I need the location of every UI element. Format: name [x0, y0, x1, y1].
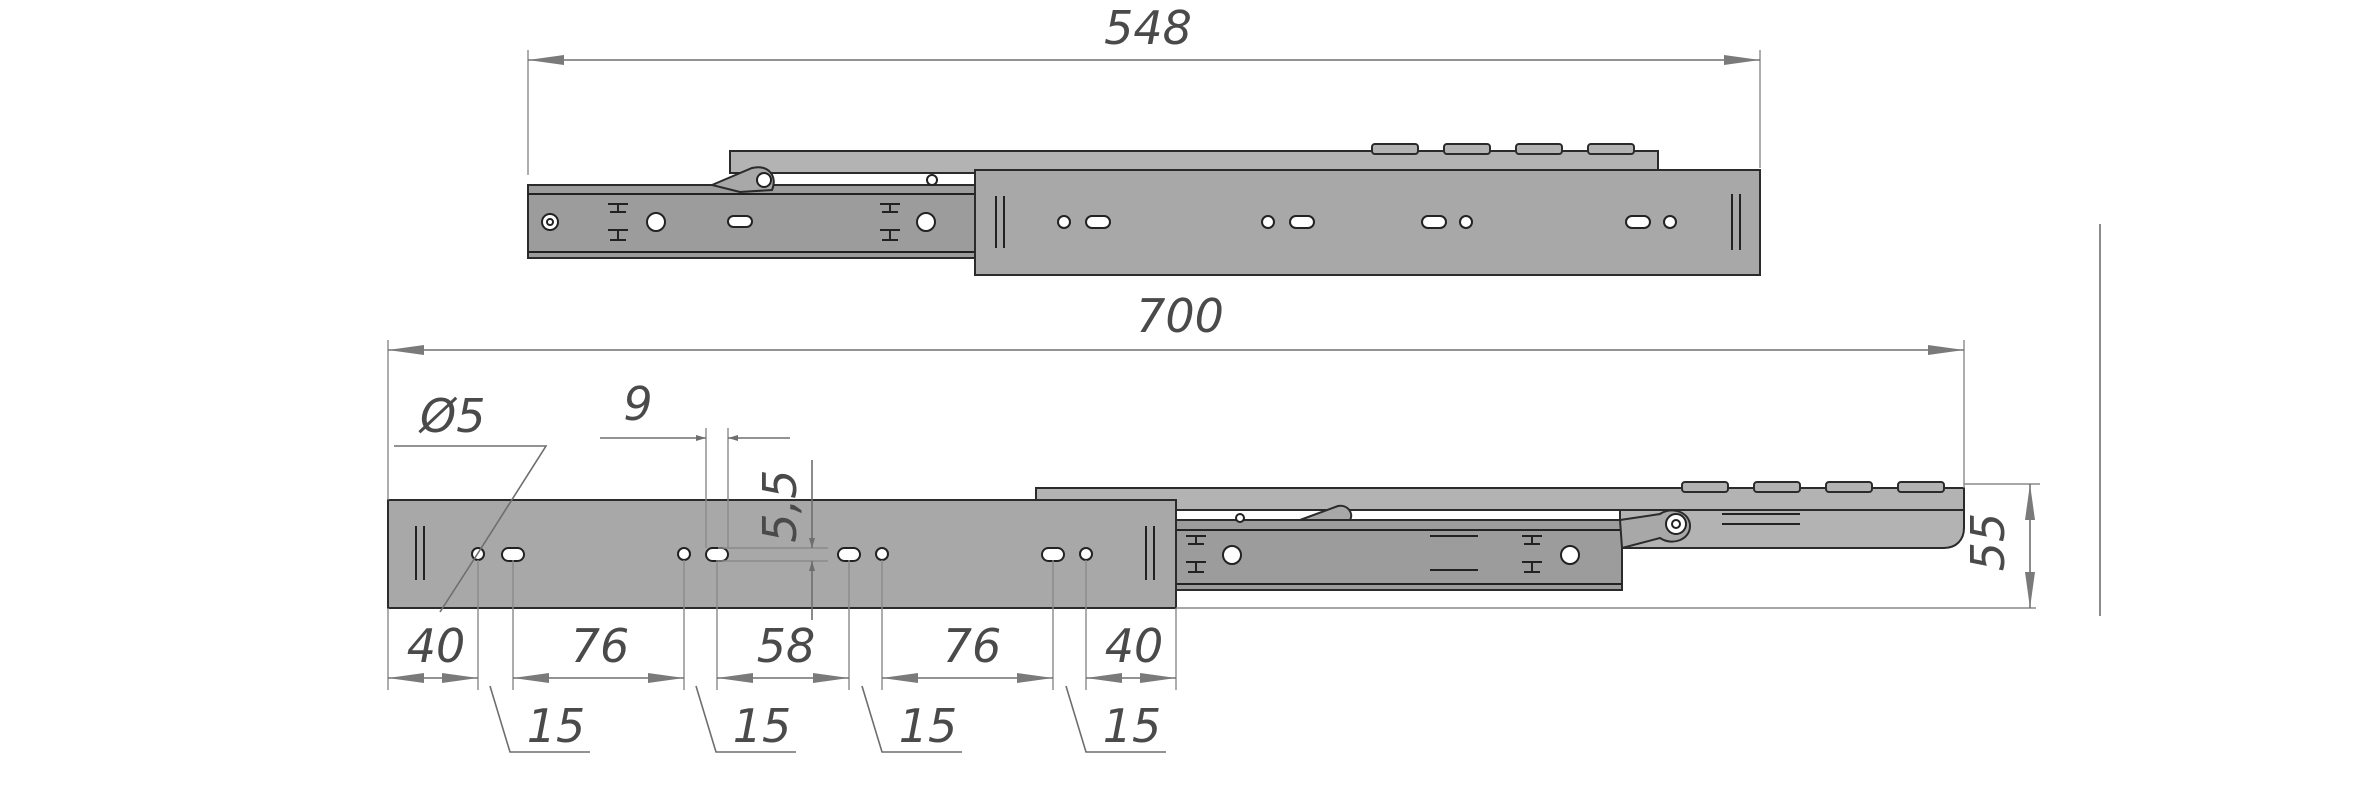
slot-offset-label: 5,5 — [753, 469, 807, 542]
spacing-label-1: 40 — [407, 619, 466, 673]
height-label: 55 — [1961, 513, 2015, 572]
top-length-label: 548 — [1104, 1, 1192, 55]
top-slide-bumps — [1371, 143, 1635, 155]
bottom-spring-marks — [1186, 535, 1542, 573]
hole-diameter-label: Ø5 — [418, 389, 485, 443]
spacing-label-2: 76 — [571, 619, 630, 673]
bottom-view: 700 Ø5 9 5,5 55 — [387, 224, 2101, 753]
bottom-slide-bumps — [1681, 481, 1945, 493]
top-slide-inner-rail — [527, 184, 981, 259]
slot-gap-label-4: 15 — [1103, 699, 1162, 753]
slot-gap-leaders — [489, 685, 1166, 753]
slot-width-label: 9 — [623, 377, 652, 431]
bottom-slide-middle-rail — [1169, 519, 1623, 591]
spacing-label-5: 40 — [1105, 619, 1164, 673]
hole-diameter-leader — [394, 445, 548, 551]
bottom-length-label: 700 — [1136, 289, 1224, 343]
top-view: 548 — [527, 1, 1761, 276]
slot-gap-label-3: 15 — [899, 699, 958, 753]
top-spring-marks — [608, 203, 900, 241]
slot-gap-label-1: 15 — [527, 699, 586, 753]
spacing-label-4: 76 — [943, 619, 1002, 673]
slot-gap-label-2: 15 — [733, 699, 792, 753]
top-inner-hole — [541, 213, 559, 231]
spacing-label-3: 58 — [757, 619, 816, 673]
top-outer-holes — [1057, 215, 1677, 229]
bottom-outer-holes — [471, 547, 1093, 562]
top-slide-linkage — [708, 166, 775, 194]
bottom-extension-lines — [387, 560, 1177, 690]
